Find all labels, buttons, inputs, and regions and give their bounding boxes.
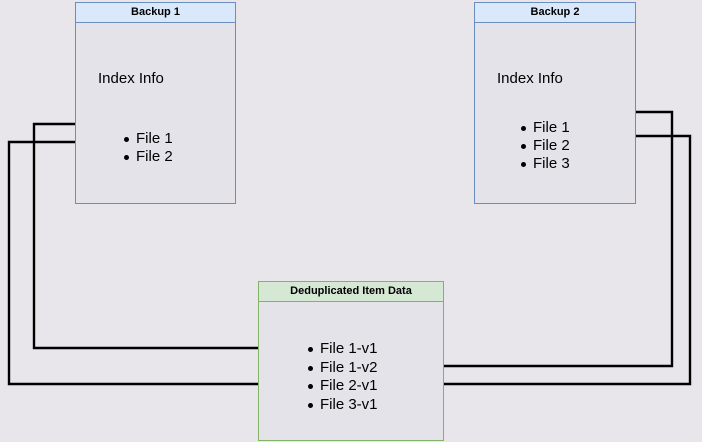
list-item: File 2 <box>122 148 173 166</box>
list-item: File 1-v1 <box>306 340 378 359</box>
list-item: File 2 <box>519 137 570 155</box>
list-item: File 1 <box>122 130 173 148</box>
deduplicated-item-data-box[interactable]: Deduplicated Item Data File 1-v1 File 1-… <box>258 281 444 441</box>
deduplicated-item-data-body: File 1-v1 File 1-v2 File 2-v1 File 3-v1 <box>259 302 443 440</box>
deduplicated-item-data-title: Deduplicated Item Data <box>259 282 443 302</box>
list-item: File 3 <box>519 155 570 173</box>
list-item: File 1 <box>519 119 570 137</box>
dedup-item-label: File 3-v1 <box>320 395 378 413</box>
dedup-item-list: File 1-v1 File 1-v2 File 2-v1 File 3-v1 <box>306 340 378 414</box>
backup-1-index-label: Index Info <box>98 70 164 87</box>
backup-2-body: Index Info File 1 File 2 File 3 <box>475 23 635 203</box>
dedup-item-label: File 1-v1 <box>320 340 378 357</box>
backup-1-file-list: File 1 File 2 <box>122 130 173 166</box>
dedup-item-label: File 1-v2 <box>320 358 378 376</box>
list-item: File 1-v2 <box>306 359 378 378</box>
backup-2-file-label: File 2 <box>533 137 570 154</box>
list-item: File 2-v1 <box>306 377 378 396</box>
backup-1-file-label: File 1 <box>136 130 173 147</box>
backup-2-file-label: File 1 <box>533 119 570 136</box>
list-item: File 3-v1 <box>306 396 378 415</box>
dedup-item-label: File 2-v1 <box>320 377 378 394</box>
backup-2-file-list: File 1 File 2 File 3 <box>519 119 570 173</box>
backup-1-file-label: File 2 <box>136 148 173 165</box>
backup-1-title: Backup 1 <box>76 3 235 23</box>
backup-2-index-label: Index Info <box>497 70 563 87</box>
backup-1-body: Index Info File 1 File 2 <box>76 23 235 203</box>
backup-2-title: Backup 2 <box>475 3 635 23</box>
backup-1-box[interactable]: Backup 1 Index Info File 1 File 2 <box>75 2 236 204</box>
backup-2-file-label: File 3 <box>533 155 570 172</box>
backup-2-box[interactable]: Backup 2 Index Info File 1 File 2 File 3 <box>474 2 636 204</box>
